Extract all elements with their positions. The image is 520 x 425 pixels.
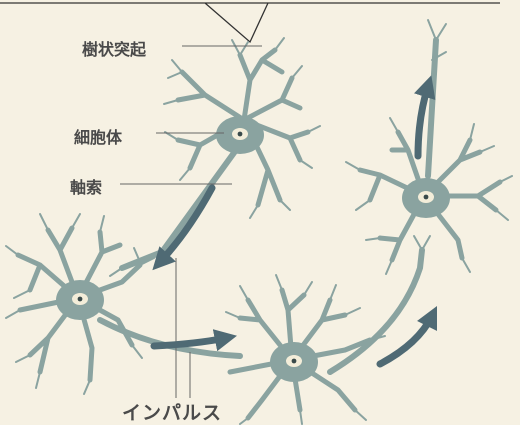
impulse-label: インパルス [122, 398, 222, 425]
impulse-arrow-2 [154, 338, 226, 346]
speech-bubble-tail [0, 3, 500, 42]
neuron-top [110, 38, 320, 276]
neuron-bottom [226, 236, 430, 424]
neuron-left [6, 214, 240, 394]
impulse-arrow-4 [418, 86, 428, 156]
impulse-arrow-1 [160, 188, 212, 262]
dendrite-label: 樹状突起 [82, 36, 146, 60]
axon-label: 軸索 [70, 174, 102, 198]
cell-body-label: 細胞体 [74, 124, 122, 148]
